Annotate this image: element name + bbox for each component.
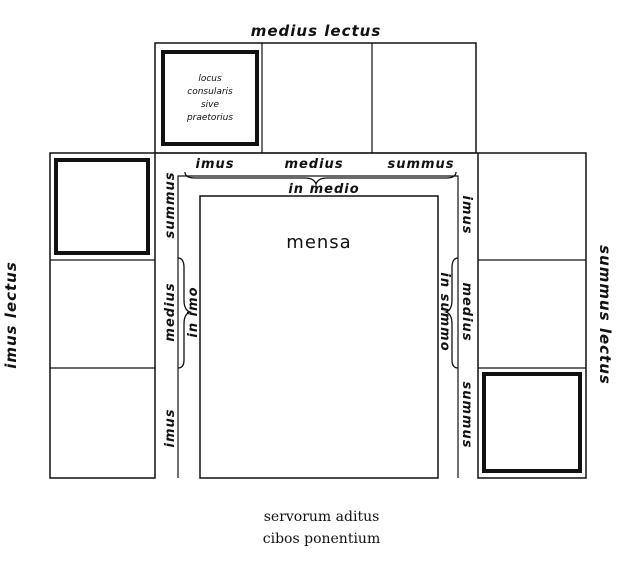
left-summus-label: summus xyxy=(163,171,178,238)
honor-place-text: locus consularis sive praetorius xyxy=(186,74,233,123)
top-summus-label: summus xyxy=(387,157,454,172)
left-in-imo-label: in imo xyxy=(186,286,201,337)
honor-place-highlight xyxy=(161,50,259,146)
right-brace xyxy=(443,257,459,369)
honor-line-3: sive xyxy=(201,100,220,110)
mensa-label: mensa xyxy=(286,232,351,253)
top-brace xyxy=(184,171,457,187)
left-medius-label: medius xyxy=(163,282,178,341)
right-medius-label: medius xyxy=(459,282,474,341)
imus-lectus-label: imus lectus xyxy=(2,261,20,369)
top-medius-label: medius xyxy=(284,157,343,172)
medius-lectus-label: medius lectus xyxy=(251,22,382,40)
right-imus-label: imus xyxy=(459,196,474,235)
top-in-medio-label: in medio xyxy=(288,182,359,197)
honor-line-4: praetorius xyxy=(186,113,233,123)
imus-highlight xyxy=(54,158,150,255)
inner-border xyxy=(155,152,478,478)
summus-lectus-label: summus lectus xyxy=(596,245,614,385)
medius-lectus-couch xyxy=(154,42,477,154)
left-imus-label: imus xyxy=(163,409,178,448)
honor-line-1: locus xyxy=(198,74,222,84)
summus-highlight xyxy=(482,372,582,473)
right-positions: imus medius summus in summo xyxy=(437,196,474,449)
right-summus-label: summus xyxy=(459,381,474,448)
imus-lectus-couch xyxy=(49,152,156,479)
mensa-table xyxy=(199,195,439,479)
caption-line-1: servorum aditus xyxy=(263,509,380,525)
top-imus-label: imus xyxy=(196,157,235,172)
right-in-summo-label: in summo xyxy=(437,272,452,351)
honor-line-2: consularis xyxy=(187,87,233,97)
top-positions: imus medius summus in medio xyxy=(184,157,457,197)
summus-lectus-couch xyxy=(477,152,587,479)
caption-line-2: cibos ponentium xyxy=(262,531,381,547)
left-brace xyxy=(177,257,193,369)
left-positions: summus medius imus in imo xyxy=(163,171,201,447)
